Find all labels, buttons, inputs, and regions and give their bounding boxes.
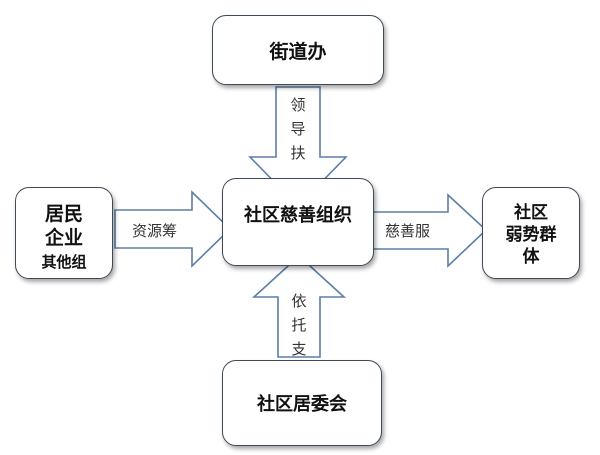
node-neighborhood-committee: 社区居委会 <box>222 360 382 446</box>
edge-label-support-char-2: 托 <box>291 316 307 334</box>
node-residents-line-3: 其他组 <box>41 253 87 271</box>
edge-label-resources: 资源筹 <box>132 222 178 240</box>
arrow-up <box>251 254 347 358</box>
edge-label-leadership-char-1: 领 <box>290 96 306 114</box>
node-street-office-label: 街道办 <box>269 40 327 63</box>
edge-label-support: 依 托 支 <box>289 289 309 361</box>
node-residents-line-2: 企业 <box>44 227 83 249</box>
edge-label-support-char-1: 依 <box>291 292 307 310</box>
node-charity-org: 社区慈善组织 <box>222 178 374 266</box>
node-vulnerable-groups: 社区 弱势群 体 <box>482 187 580 279</box>
node-charity-org-label: 社区慈善组织 <box>244 205 352 226</box>
node-neighborhood-committee-label: 社区居委会 <box>257 394 347 415</box>
node-street-office: 街道办 <box>212 15 384 85</box>
arrow-right-left <box>114 190 232 268</box>
edge-label-charity-service: 慈善服 <box>385 222 431 240</box>
node-residents-enterprises: 居民 企业 其他组 <box>15 187 113 279</box>
edge-label-leadership-char-3: 扶 <box>290 144 306 162</box>
edge-label-leadership-char-2: 导 <box>290 120 306 138</box>
arrow-right-right <box>371 193 488 268</box>
edge-label-leadership: 领 导 扶 <box>288 93 308 165</box>
node-residents-line-1: 居民 <box>44 203 83 225</box>
edge-label-support-char-3: 支 <box>291 340 307 358</box>
node-vulnerable-line-3: 体 <box>522 247 540 267</box>
node-vulnerable-line-1: 社区 <box>514 203 548 223</box>
node-vulnerable-line-2: 弱势群 <box>505 225 557 245</box>
